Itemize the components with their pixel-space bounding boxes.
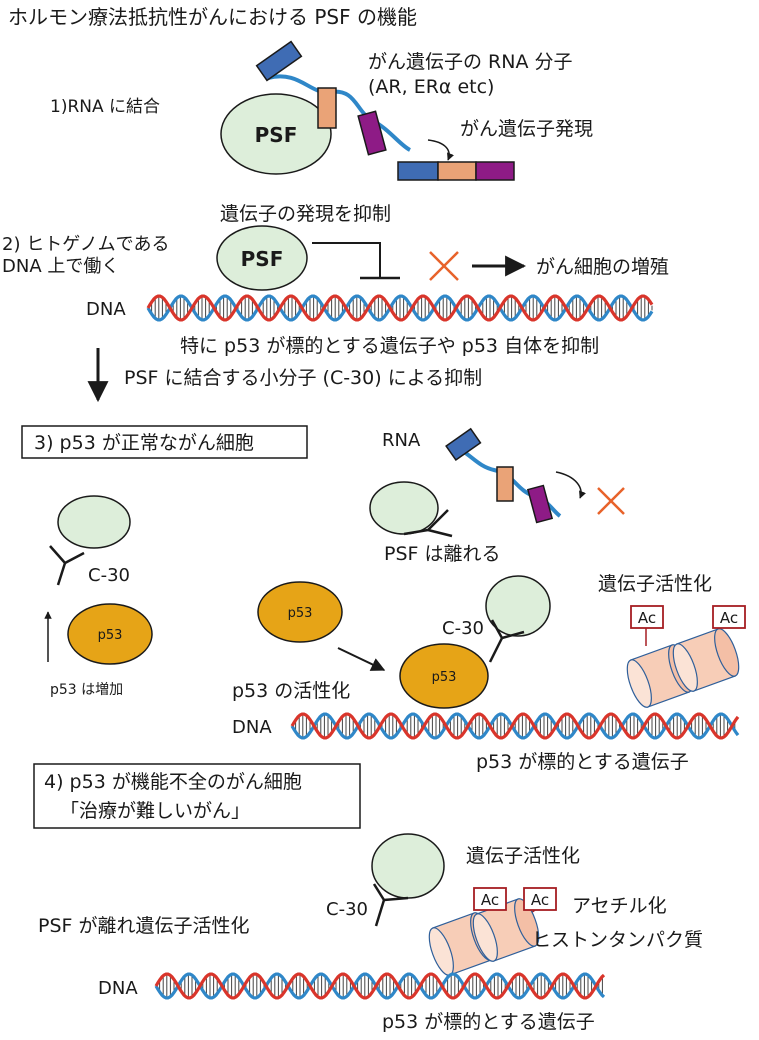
acetyl-label-3a: Ac [638, 609, 656, 627]
inhibit-expression-label: 遺伝子の発現を抑制 [220, 203, 391, 225]
mrna-bar-blue [397, 161, 439, 181]
psf-protein-1 [220, 93, 332, 175]
mrna-bar-orange [437, 161, 477, 181]
psf-release-activation-label: PSF が離れ遺伝子活性化 [38, 915, 250, 937]
c30-molecule-3c [488, 619, 525, 663]
dna-label-2: DNA [86, 299, 126, 320]
dna-helix-2 [146, 294, 654, 322]
p53-activation-arrow [337, 647, 386, 671]
inhibition-line [312, 242, 381, 278]
rna-segment-blue-3 [445, 427, 482, 462]
psf-protein-2 [216, 225, 308, 291]
acetyl-label-4a: Ac [481, 891, 499, 909]
p53-suppress-note: 特に p53 が標的とする遺伝子や p53 自体を抑制 [180, 335, 599, 357]
psf-protein-4 [371, 833, 445, 899]
mrna-bar-purple [475, 161, 515, 181]
c30-molecule-4 [372, 883, 409, 927]
gene-activation-label-4: 遺伝子活性化 [466, 845, 580, 867]
acetyl-box-4a [473, 887, 507, 911]
p53-target-gene-label-3: p53 が標的とする遺伝子 [476, 751, 689, 773]
rna-segment-purple-3 [526, 484, 554, 524]
dna-label-3: DNA [232, 717, 272, 738]
psf-release-label: PSF は離れる [384, 543, 501, 565]
dna-helix-4 [154, 972, 606, 1000]
s1-label: 1)RNA に結合 [50, 97, 160, 117]
psf-protein-3a [57, 495, 131, 549]
s2-label-line2: DNA 上で働く [2, 256, 119, 277]
dna-helix-3 [290, 712, 740, 740]
s2-label-line1: 2) ヒトゲノムである [2, 234, 169, 255]
expression-curve-arrow [427, 139, 454, 161]
figure-title: ホルモン療法抵抗性がんにおける PSF の機能 [8, 5, 417, 29]
p53-target-gene-label-4: p53 が標的とする遺伝子 [382, 1011, 595, 1033]
rna-segment-purple-1 [357, 110, 387, 156]
c30-label-4: C-30 [326, 899, 368, 920]
p53-increase-label: p53 は増加 [50, 682, 123, 698]
p53-protein-3a [67, 603, 153, 665]
rna-strand-1 [267, 74, 412, 152]
p53-protein-3b [257, 581, 343, 643]
c30-label-3a: C-30 [88, 565, 130, 586]
proliferation-label: がん細胞の増殖 [536, 256, 669, 278]
p53-protein-3c [399, 643, 489, 709]
s4-title-line2: 「治療が難しいがん」 [60, 800, 250, 822]
acetyl-box-3b [712, 605, 746, 629]
p53-activation-label: p53 の活性化 [232, 680, 350, 702]
rna-curve-arrow-3 [555, 471, 586, 499]
acetylation-label: アセチル化 [572, 895, 667, 917]
histone-protein-label: ヒストンタンパク質 [532, 929, 703, 951]
p53-label-3a: p53 [98, 628, 123, 643]
rna-segment-orange-1 [317, 87, 337, 129]
oncogene-expression-label: がん遺伝子発現 [460, 118, 593, 140]
block-cross-1 [429, 251, 459, 281]
psf-label-1: PSF [255, 123, 298, 147]
dna-label-4: DNA [98, 978, 138, 999]
gene-activation-label-3: 遺伝子活性化 [598, 573, 712, 595]
c30-molecule-3a [49, 545, 85, 586]
psf-label-2: PSF [241, 247, 284, 271]
s4-title-line1: 4) p53 が機能不全のがん細胞 [44, 771, 302, 793]
c30-molecule-3b [403, 509, 453, 538]
psf-protein-3c [485, 575, 551, 637]
acetyl-box-3a [630, 605, 664, 629]
s4-title-box [33, 763, 361, 829]
rna-molecule-label: がん遺伝子の RNA 分子 [368, 51, 573, 73]
p53-label-3b: p53 [288, 606, 313, 621]
histone-4b [472, 898, 540, 962]
c30-inhibition-note: PSF に結合する小分子 (C-30) による抑制 [124, 367, 482, 389]
rna-segment-blue-1 [255, 40, 303, 82]
acetyl-label-4b: Ac [531, 891, 549, 909]
histone-group-3: Ac Ac [626, 605, 746, 708]
rna-label-3: RNA [382, 430, 421, 451]
psf-protein-3b [369, 481, 439, 535]
rna-segment-orange-3 [496, 466, 514, 502]
s3-title: 3) p53 が正常ながん細胞 [34, 432, 254, 454]
s3-title-box [21, 425, 308, 459]
acetyl-label-3b: Ac [720, 609, 738, 627]
block-cross-2 [597, 487, 625, 515]
rna-molecule-examples: (AR, ERα etc) [368, 76, 494, 98]
p53-label-3c: p53 [432, 670, 457, 685]
acetyl-box-4b [523, 887, 557, 911]
c30-label-3c: C-30 [442, 618, 484, 639]
histone-3b [672, 628, 740, 692]
